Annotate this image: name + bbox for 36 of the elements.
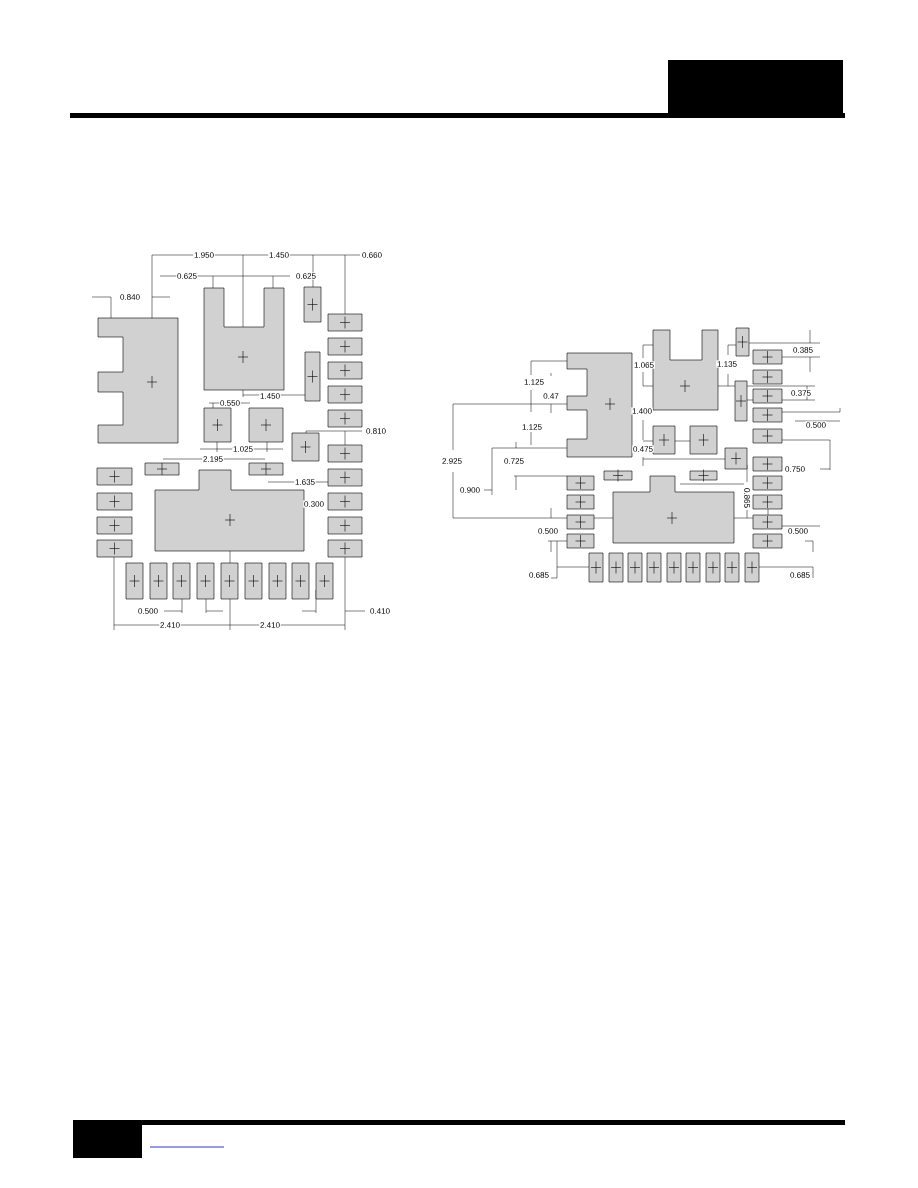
dimension-label: 0.840 — [119, 293, 141, 301]
dimension-label: 0.810 — [365, 427, 387, 435]
dimension-label: 1.025 — [232, 445, 254, 453]
dimension-label: 1.135 — [716, 360, 738, 368]
dimension-label: 0.660 — [361, 251, 383, 259]
dimension-label: 1.065 — [633, 361, 655, 369]
dimension-label: 1.400 — [631, 407, 653, 415]
dimension-label: 0.625 — [176, 272, 198, 280]
dimension-label: 1.125 — [523, 378, 545, 386]
dimension-label: 1.635 — [294, 478, 316, 486]
dimension-label: 2.410 — [259, 621, 281, 629]
dimension-label: 0.685 — [789, 571, 811, 579]
dimension-label: 0.725 — [503, 457, 525, 465]
dimension-label: 0.625 — [295, 272, 317, 280]
dimension-label: 0.500 — [805, 421, 827, 429]
dimension-label: 0.750 — [784, 465, 806, 473]
dimension-label: 0.385 — [792, 346, 814, 354]
dimension-label: 1.450 — [259, 392, 281, 400]
dimension-label: 1.950 — [193, 251, 215, 259]
dimension-label: 2.410 — [159, 621, 181, 629]
dimension-label: 2.925 — [441, 457, 463, 465]
dimension-label: 0.300 — [303, 500, 325, 508]
dimension-label: 0.500 — [537, 527, 559, 535]
dimension-label: 0.410 — [369, 607, 391, 615]
dimension-label: 1.450 — [268, 251, 290, 259]
dimension-label: 1.125 — [521, 423, 543, 431]
dimension-label: 0.900 — [459, 486, 481, 494]
dimension-label: 0.865 — [743, 487, 751, 509]
dimension-label: 0.500 — [787, 527, 809, 535]
dimension-label: 0.375 — [790, 389, 812, 397]
dimension-label: 2.195 — [202, 455, 224, 463]
dimension-label: 0.550 — [219, 399, 241, 407]
dimension-label: 0.685 — [528, 571, 550, 579]
dimension-label: 0.47 — [542, 392, 560, 400]
dimension-label: 0.475 — [632, 445, 654, 453]
dimension-label: 0.500 — [137, 607, 159, 615]
